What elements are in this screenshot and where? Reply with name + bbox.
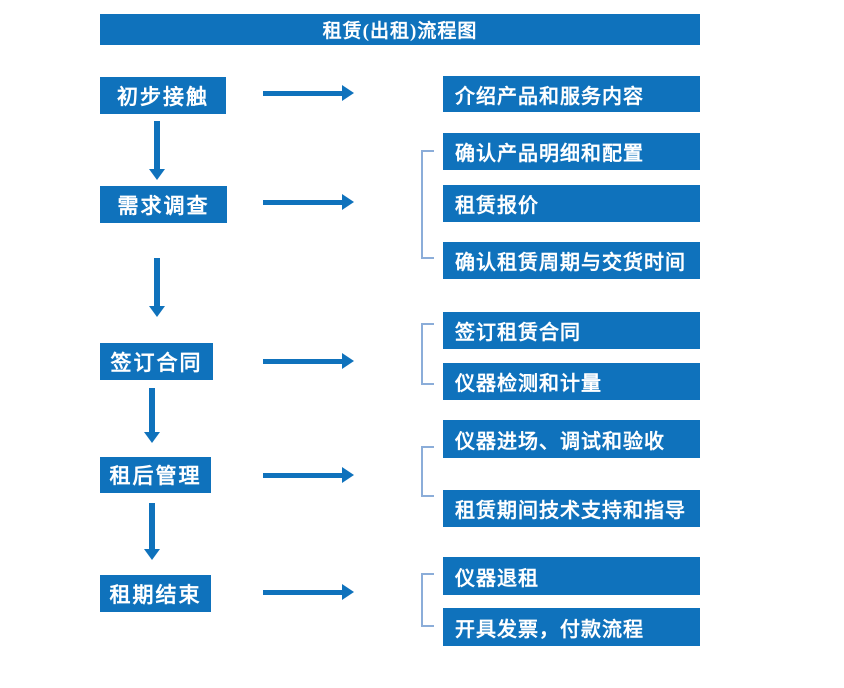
down-arrow-1	[149, 121, 165, 180]
arrow-head-icon	[342, 467, 354, 483]
detail-box-technical-support: 租赁期间技术支持和指导	[443, 490, 700, 527]
down-arrow-2	[149, 258, 165, 317]
arrow-head-icon	[342, 194, 354, 210]
right-arrow-2	[263, 194, 354, 210]
arrow-shaft	[263, 199, 342, 205]
arrow-shaft	[149, 388, 155, 432]
right-arrow-1	[263, 85, 354, 101]
step-box-post-rental-management: 租后管理	[100, 457, 211, 493]
step-box-demand-survey: 需求调查	[100, 186, 227, 223]
arrow-shaft	[149, 503, 155, 549]
down-arrow-4	[144, 503, 160, 560]
step-box-rental-end: 租期结束	[100, 575, 211, 612]
flowchart-title: 租赁(出租)流程图	[100, 14, 700, 45]
detail-box-instrument-setup-acceptance: 仪器进场、调试和验收	[443, 420, 700, 458]
arrow-shaft	[154, 121, 160, 169]
detail-box-sign-rental-contract: 签订租赁合同	[443, 312, 700, 349]
step-box-sign-contract: 签订合同	[100, 343, 213, 380]
arrow-head-icon	[144, 432, 160, 443]
arrow-head-icon	[342, 85, 354, 101]
detail-box-confirm-period-delivery: 确认租赁周期与交货时间	[443, 242, 700, 279]
right-arrow-5	[263, 584, 354, 600]
detail-box-instrument-inspection: 仪器检测和计量	[443, 363, 700, 400]
arrow-head-icon	[149, 169, 165, 180]
arrow-shaft	[263, 90, 342, 96]
group-bracket-3	[421, 323, 434, 385]
arrow-head-icon	[342, 353, 354, 369]
arrow-shaft	[263, 472, 342, 478]
group-bracket-4	[421, 446, 434, 497]
detail-box-rental-quotation: 租赁报价	[443, 185, 700, 222]
detail-box-invoice-payment: 开具发票，付款流程	[443, 608, 700, 646]
arrow-shaft	[263, 589, 342, 595]
group-bracket-2	[421, 150, 434, 259]
right-arrow-3	[263, 353, 354, 369]
group-bracket-5	[421, 573, 434, 627]
arrow-head-icon	[149, 306, 165, 317]
detail-box-introduce-products-services: 介绍产品和服务内容	[443, 76, 700, 112]
arrow-head-icon	[342, 584, 354, 600]
detail-box-confirm-product-details: 确认产品明细和配置	[443, 133, 700, 170]
right-arrow-4	[263, 467, 354, 483]
arrow-head-icon	[144, 549, 160, 560]
step-box-initial-contact: 初步接触	[100, 77, 226, 114]
detail-box-instrument-return: 仪器退租	[443, 557, 700, 595]
down-arrow-3	[144, 388, 160, 443]
arrow-shaft	[263, 358, 342, 364]
arrow-shaft	[154, 258, 160, 306]
